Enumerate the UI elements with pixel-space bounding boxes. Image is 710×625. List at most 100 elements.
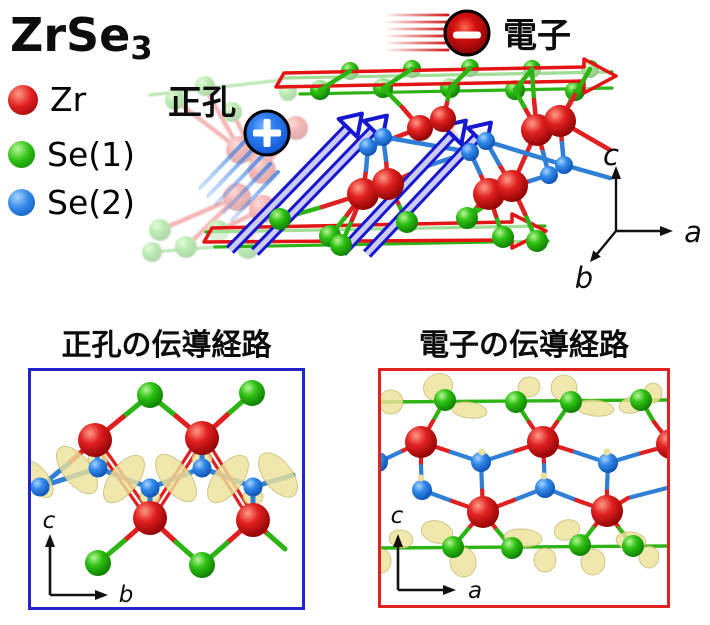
zr-atom: [185, 421, 219, 455]
se1-atom: [442, 536, 464, 558]
se1-atom: [137, 382, 163, 408]
se1-atom: [189, 552, 215, 578]
se2-atom-icon: [8, 189, 35, 216]
axis-label-c: c: [43, 508, 56, 534]
axis-label-c: c: [391, 503, 404, 529]
axis-label-b: b: [119, 582, 134, 607]
zr-atom: [236, 503, 270, 537]
legend-item-zr: Zr: [8, 80, 86, 119]
se1-atom: [569, 534, 591, 556]
zr-atom: [467, 496, 499, 528]
zr-atom: [347, 178, 379, 210]
electron-symbol: [384, 9, 491, 57]
zr-atom: [496, 170, 528, 202]
plus-icon: [253, 119, 281, 147]
hole-label: 正孔: [168, 83, 236, 123]
axis-arrow-right: [660, 226, 673, 236]
formula-subscript: 3: [130, 29, 153, 67]
formula-title: ZrSe3: [10, 8, 153, 67]
axis-arrow-up: [393, 534, 403, 547]
se1-atom: [501, 537, 523, 559]
zr-atom: [527, 426, 559, 458]
hole-panel-atoms: [30, 380, 270, 578]
iso-dot: [540, 472, 548, 480]
iso-dot: [603, 448, 611, 456]
iso-dot: [478, 448, 486, 456]
axis-label-a: a: [684, 215, 702, 249]
se2-atom: [598, 453, 618, 473]
axis-arrow-right: [95, 590, 108, 600]
se2-atom: [30, 477, 50, 497]
se2-atom: [88, 458, 108, 478]
se2-atom: [243, 477, 263, 497]
electron-speed-lines: [384, 13, 450, 52]
zr-atom: [133, 501, 167, 535]
se1-atom: [269, 208, 291, 230]
se1-atom: [560, 391, 582, 413]
se1-atom: [434, 389, 456, 411]
zr-atom: [656, 429, 686, 459]
hole-speed-lines: [198, 138, 280, 222]
main-axes: c a b: [575, 138, 702, 295]
formula-base: ZrSe: [10, 8, 131, 62]
se2-atom: [374, 128, 392, 146]
legend-item-se2: Se(2): [8, 183, 135, 222]
minus-icon: [453, 31, 481, 39]
zr-atom-icon: [8, 84, 38, 115]
se2-atom: [461, 143, 479, 161]
electron-isosurface: [370, 372, 663, 578]
se1-atom: [622, 535, 644, 557]
hole-arrow: [226, 111, 364, 254]
zr-atom: [407, 115, 433, 141]
zr-atom: [78, 423, 112, 457]
zr-atom: [544, 105, 576, 137]
se1-atom: [330, 234, 352, 256]
se1-atom: [456, 207, 478, 229]
axis-label-b: b: [575, 261, 593, 295]
axis-arrow-diagonal: [590, 250, 601, 262]
zr-atom: [372, 168, 404, 200]
axis-label-a: a: [468, 578, 482, 604]
se1-atom: [505, 391, 527, 413]
axis-label-c: c: [603, 138, 619, 172]
axis-arrow-up: [611, 166, 621, 179]
zr-atom: [591, 495, 623, 527]
se1-atom: [492, 226, 514, 248]
hole-conduction-panel: c b: [20, 368, 305, 610]
electron-conduction-panel: c a: [368, 368, 686, 608]
legend-label: Zr: [50, 80, 87, 119]
se2-atom: [140, 478, 160, 498]
zr-atom: [430, 106, 456, 132]
axis-arrow-right: [443, 585, 456, 595]
se1-atom: [239, 380, 265, 406]
iso-dot: [417, 474, 425, 482]
se2-atom: [359, 138, 377, 156]
crystal-structure-3d: 電子 正孔 c a b: [142, 9, 702, 295]
electron-panel-structure: c a: [368, 372, 686, 604]
se1-atom: [396, 211, 418, 233]
se2-atom: [555, 156, 573, 174]
se2-atom: [540, 166, 558, 184]
se2-atom: [192, 458, 212, 478]
legend-label: Se(2): [47, 183, 135, 222]
se1-atom-icon: [8, 141, 35, 168]
se1-atom: [85, 550, 111, 576]
structure-atoms: [269, 105, 576, 256]
se2-atom: [368, 452, 388, 472]
legend-item-se1: Se(1): [8, 135, 135, 174]
se2-atom: [471, 452, 491, 472]
axis-arrow-up: [45, 534, 55, 547]
se1-atom: [526, 230, 548, 252]
legend-label: Se(1): [47, 135, 135, 174]
se2-atom: [535, 478, 555, 498]
electron-label: 電子: [503, 16, 571, 56]
electron-panel-axes: c a: [391, 503, 482, 604]
se1-atom: [630, 389, 652, 411]
hole-panel-title: 正孔の伝導経路: [61, 328, 272, 363]
hole-symbol: [198, 109, 291, 222]
zr-atom: [405, 426, 437, 458]
se2-atom: [477, 132, 495, 150]
hole-panel-structure: c b: [20, 380, 298, 608]
se2-atom: [412, 480, 432, 500]
